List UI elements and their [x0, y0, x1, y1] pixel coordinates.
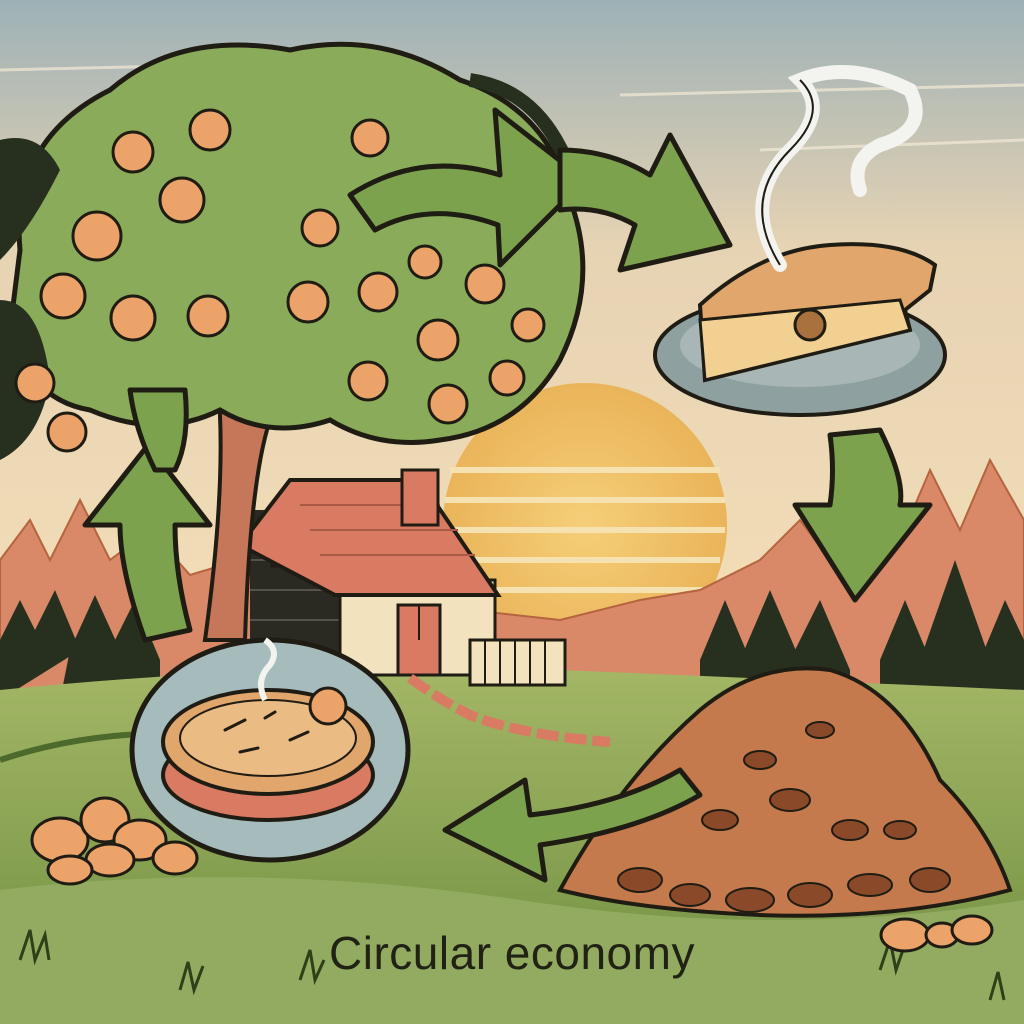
compost-apples: [879, 914, 994, 953]
sun: [443, 383, 727, 667]
cycle-arrows: [82, 107, 933, 883]
arrow-compost-to-pie-icon: [442, 767, 703, 883]
foreground-grass: [0, 877, 1024, 1024]
apple-icon: [14, 108, 546, 453]
arrow-lower-loop-icon: [127, 387, 189, 473]
arrow-pie-to-tree-icon: [82, 442, 213, 643]
compost-heap-icon: [557, 666, 1013, 918]
arrow-pie-to-compost-icon: [792, 427, 933, 603]
arrow-tree-to-pie-2-icon: [557, 132, 733, 273]
fallen-apples: [30, 796, 199, 886]
apple-tree-icon: [0, 41, 586, 642]
dark-conifers: [0, 560, 1024, 700]
farmhouse: [236, 468, 611, 747]
pie-slice-icon: [653, 65, 947, 417]
caption-circular-economy: Circular economy: [329, 927, 695, 979]
whole-pie-icon: [129, 637, 411, 863]
